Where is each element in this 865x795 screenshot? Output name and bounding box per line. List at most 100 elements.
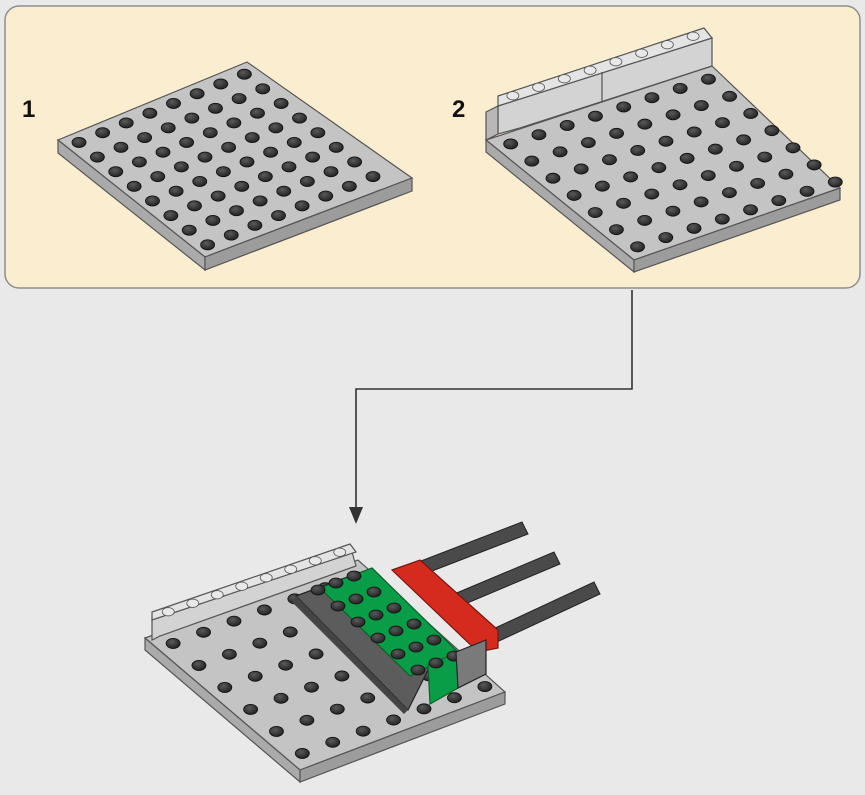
stud	[223, 229, 239, 241]
stud	[573, 163, 589, 175]
brick-stud	[210, 590, 224, 600]
stud	[750, 177, 766, 189]
beam-stud	[390, 648, 406, 660]
stud	[623, 171, 639, 183]
stud	[95, 127, 111, 139]
stud	[736, 134, 752, 146]
brick-stud	[583, 65, 597, 75]
stud	[257, 604, 272, 616]
stud	[318, 190, 334, 202]
stud	[118, 117, 134, 129]
stud	[722, 90, 737, 102]
stud	[273, 692, 289, 704]
stud	[630, 145, 646, 156]
step-number-2: 2	[452, 96, 465, 123]
brick-stud	[609, 57, 623, 67]
stud	[672, 179, 688, 191]
brick-stud	[186, 598, 200, 608]
stud	[334, 670, 350, 682]
stud	[588, 110, 603, 122]
stud	[191, 659, 207, 671]
stud	[142, 107, 158, 119]
stud	[672, 83, 688, 94]
stud	[192, 175, 208, 187]
stud	[202, 127, 218, 139]
stud	[294, 200, 310, 212]
stud	[771, 195, 787, 206]
stud	[693, 196, 709, 208]
brick-stud	[284, 564, 298, 574]
assembly-icon	[143, 521, 601, 784]
stud	[244, 132, 260, 144]
stud	[189, 88, 205, 100]
brick-stud	[333, 547, 347, 557]
stud	[278, 659, 294, 671]
stud	[250, 107, 265, 119]
stud	[715, 117, 730, 129]
stud	[286, 136, 302, 148]
stud	[665, 205, 681, 217]
stud	[263, 146, 279, 158]
stud	[806, 159, 822, 171]
beam-stud	[406, 618, 422, 630]
stud	[778, 168, 794, 180]
stud	[743, 204, 758, 216]
stud	[137, 132, 153, 144]
stud	[531, 129, 547, 141]
stud	[299, 175, 315, 187]
stud	[165, 637, 181, 649]
beam-stud	[350, 616, 366, 628]
stud	[587, 207, 603, 218]
stud	[113, 141, 129, 153]
beam-stud	[348, 593, 364, 605]
stud	[236, 68, 252, 80]
stud	[239, 156, 255, 168]
stud	[503, 138, 519, 150]
stud	[229, 205, 244, 217]
beam-stud	[366, 586, 382, 598]
stud	[799, 185, 815, 197]
stud	[231, 93, 247, 105]
plate-1-studs	[71, 68, 381, 251]
stud	[71, 136, 87, 148]
stud	[658, 135, 674, 147]
stud	[360, 692, 376, 704]
stud	[89, 151, 105, 163]
stud	[184, 112, 200, 124]
stud	[686, 222, 702, 234]
stud	[269, 725, 284, 737]
stud	[217, 681, 233, 693]
stud	[602, 154, 617, 166]
stud	[827, 176, 843, 188]
stud	[477, 681, 493, 693]
stud	[637, 214, 653, 226]
stud	[196, 626, 211, 638]
stud	[294, 747, 310, 759]
stud	[416, 703, 432, 715]
stud	[247, 219, 263, 231]
brick-stud	[308, 556, 322, 566]
stud	[630, 241, 645, 253]
stud	[150, 171, 166, 183]
stud	[255, 83, 271, 95]
stud	[566, 189, 582, 201]
stud	[276, 185, 292, 197]
stud	[329, 703, 345, 715]
stud	[552, 146, 568, 158]
brick-stud	[532, 82, 546, 92]
stud	[179, 136, 195, 148]
stud	[243, 703, 259, 715]
stud	[355, 725, 371, 737]
stud	[308, 648, 324, 660]
stud	[714, 213, 730, 225]
stud	[234, 180, 250, 192]
stud	[785, 142, 801, 154]
brick-stud	[235, 581, 249, 591]
stud	[325, 736, 341, 748]
beam-stud	[428, 657, 444, 669]
brick-stud	[686, 31, 700, 41]
stud	[281, 161, 297, 173]
stud	[273, 97, 289, 109]
stud	[305, 151, 321, 163]
stud	[126, 180, 142, 192]
